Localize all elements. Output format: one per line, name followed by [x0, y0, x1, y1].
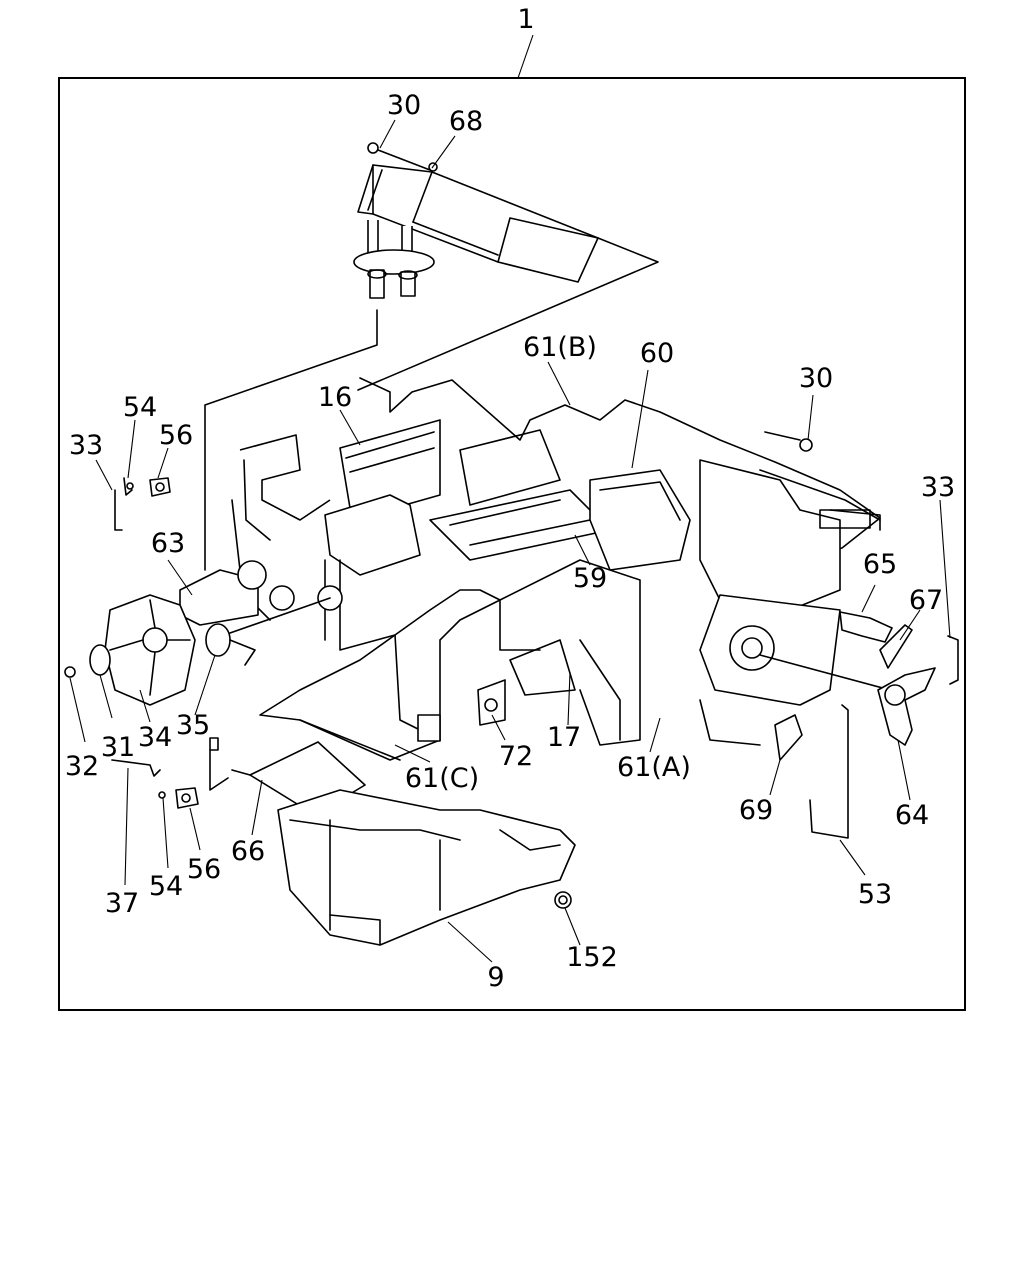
callout-30-right: 30 [799, 363, 833, 394]
lever-64 [877, 667, 936, 746]
callout-1: 1 [517, 4, 534, 35]
screw-30-top-icon [367, 142, 438, 172]
callout-59: 59 [573, 563, 607, 594]
callout-16: 16 [318, 382, 352, 413]
screw-30-right-icon [764, 431, 813, 452]
link-69 [774, 714, 803, 761]
actuator-35 [205, 623, 256, 666]
callout-63: 63 [151, 528, 185, 559]
callout-69: 69 [739, 795, 773, 826]
callout-54-bottom: 54 [149, 871, 183, 902]
callout-53: 53 [858, 879, 892, 910]
screw-32-icon [64, 666, 76, 678]
callout-60: 60 [640, 338, 674, 369]
rod-37 [111, 759, 161, 777]
clip-54-bottom [158, 791, 166, 799]
callout-9: 9 [487, 962, 504, 993]
callout-61b: 61(B) [523, 332, 597, 363]
clip-33-left [114, 489, 123, 531]
callout-61a: 61(A) [617, 752, 691, 783]
heater-core-68 [204, 164, 659, 571]
callout-33-left: 33 [69, 430, 103, 461]
rod-53 [809, 704, 849, 839]
callout-152: 152 [566, 942, 618, 973]
callout-56-bottom: 56 [187, 854, 221, 885]
callout-32: 32 [65, 751, 99, 782]
pulley-31 [89, 644, 111, 676]
callout-30-top: 30 [387, 90, 421, 121]
callout-labels: 1 30 68 61(B) 60 30 16 54 56 33 33 63 65… [65, 4, 955, 993]
link-67 [879, 624, 913, 669]
callout-31: 31 [101, 732, 135, 763]
callout-61c: 61(C) [405, 763, 479, 794]
blower-actuator-34 [104, 594, 196, 706]
clip-54-top [123, 477, 134, 496]
leader-lines [69, 34, 951, 963]
diagram-frame [58, 77, 966, 1011]
callout-34: 34 [138, 722, 172, 753]
callout-66: 66 [231, 836, 265, 867]
clip-56-top [149, 477, 171, 497]
clip-56-bottom [175, 787, 199, 809]
callout-56-top: 56 [159, 420, 193, 451]
callout-72: 72 [499, 741, 533, 772]
nut-152-icon [554, 891, 572, 909]
lower-case-9 [277, 789, 576, 946]
callout-37: 37 [105, 888, 139, 919]
heater-case-body [179, 377, 891, 761]
callout-65: 65 [863, 549, 897, 580]
callout-64: 64 [895, 800, 929, 831]
lever-65 [839, 611, 893, 643]
callout-54-top: 54 [123, 392, 157, 423]
callout-33-right: 33 [921, 472, 955, 503]
callout-35: 35 [176, 710, 210, 741]
callout-17: 17 [547, 722, 581, 753]
clip-33-right [947, 635, 959, 685]
callout-68: 68 [449, 106, 483, 137]
callout-67: 67 [909, 585, 943, 616]
